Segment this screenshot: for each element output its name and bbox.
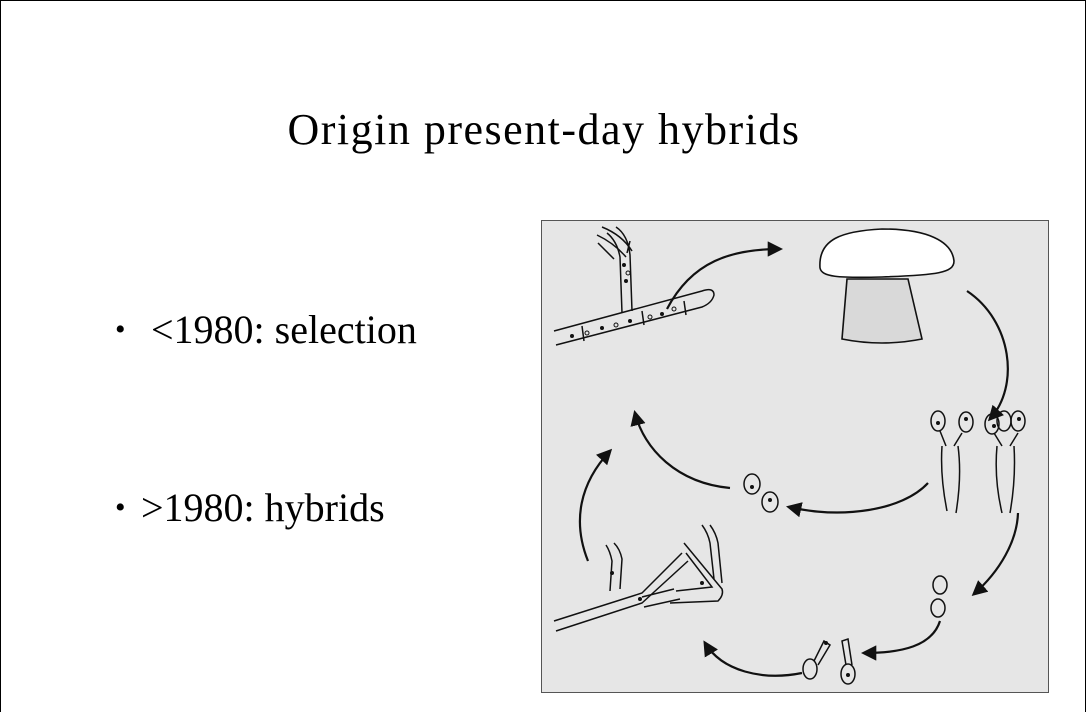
basidia-icon (930, 410, 1026, 514)
bullet-marker: • (115, 313, 126, 346)
arrow-hyphae-to-mycelium (578, 448, 613, 562)
arrow-basidia-to-spores (785, 482, 929, 518)
mushroom-icon (819, 228, 955, 344)
arrow-basidia-to-single-spores (971, 512, 1020, 597)
mushroom-life-cycle-diagram (541, 220, 1049, 693)
hyphae-branch-icon (553, 524, 724, 632)
page-title: Origin present-day hybrids (287, 105, 801, 154)
mycelium-hypha-icon (553, 226, 715, 346)
bullet-item-selection: • <1980: selection (115, 306, 417, 353)
nuclei-icon (570, 263, 664, 338)
arrow-germination-to-hyphae (703, 640, 803, 677)
arrow-mycelium-to-mushroom (666, 241, 784, 310)
bullet-text: >1980: hybrids (141, 485, 385, 530)
arrow-mushroom-to-basidia (966, 290, 1009, 422)
life-cycle-svg (553, 226, 1026, 685)
arrow-single-spores-to-germination (860, 620, 942, 661)
arrow-spores-to-mycelium (630, 410, 731, 490)
spores-icon (743, 473, 948, 618)
bullet-item-hybrids: • >1980: hybrids (115, 484, 385, 531)
germinating-spores-icon (802, 638, 856, 685)
bullet-marker: • (115, 491, 126, 524)
bullet-text: <1980: selection (141, 307, 417, 352)
